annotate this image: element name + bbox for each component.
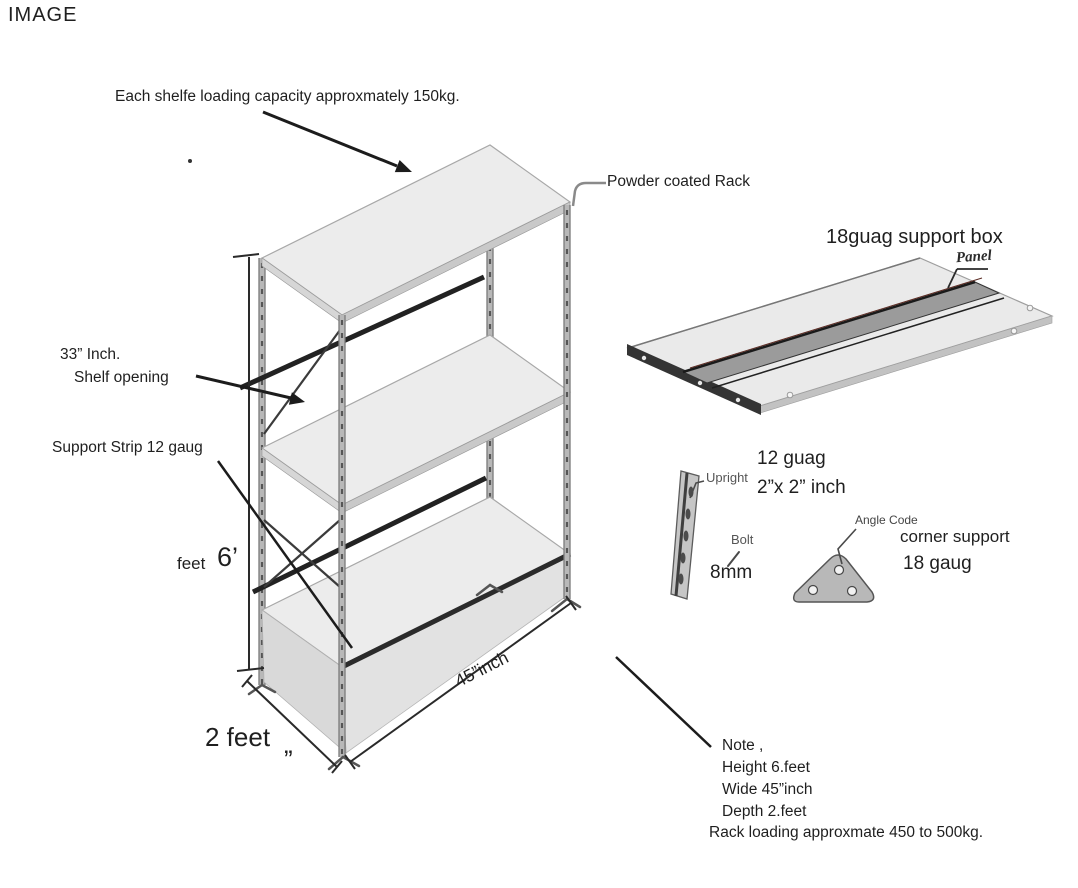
- upright-front-left: [338, 315, 346, 757]
- height-dimension: [232, 253, 265, 672]
- shelf-opening-label: Shelf opening: [74, 369, 169, 386]
- note-line-depth: Depth 2.feet: [722, 803, 807, 820]
- upright-gauge-label: 12 guag: [757, 448, 826, 469]
- note-line-height: Height 6.feet: [722, 759, 810, 776]
- height-value-label: 6’: [217, 542, 239, 572]
- angle-code-label: Angle Code: [855, 513, 918, 527]
- side-cross-braces: [263, 329, 341, 588]
- upright-front-right: [563, 205, 571, 599]
- depth-mark: „: [284, 729, 293, 759]
- shelf-opening-size-label: 33” Inch.: [60, 346, 121, 363]
- corner-support-label: corner support: [900, 527, 1010, 546]
- height-unit-label: feet: [177, 554, 206, 573]
- bolt-leader: [727, 551, 740, 567]
- powder-coated-leader: [571, 181, 606, 207]
- capacity-arrow: [262, 110, 412, 173]
- page-title: IMAGE: [8, 4, 78, 26]
- width-dimension: [344, 595, 577, 770]
- note-title: Note ,: [722, 737, 764, 754]
- capacity-note-label: Each shelfe loading capacity approxmatel…: [115, 88, 460, 105]
- panel-drawing: [626, 257, 1054, 415]
- bolt-size-label: 8mm: [710, 562, 753, 583]
- support-strip-label: Support Strip 12 gaug: [52, 439, 203, 456]
- stray-dot: [188, 159, 192, 163]
- powder-coated-label: Powder coated Rack: [607, 173, 751, 190]
- depth-value-label: 2 feet: [205, 722, 271, 752]
- upright-label: Upright: [706, 470, 748, 485]
- panel-label: Panel: [955, 247, 993, 267]
- note-leader: [615, 656, 712, 748]
- upright-size-label: 2”x 2” inch: [757, 477, 846, 498]
- middle-shelf: [260, 334, 572, 514]
- upright-label-leader: [689, 480, 705, 499]
- upright-feet: [247, 583, 582, 771]
- corner-support-gauge-label: 18 gaug: [903, 553, 972, 574]
- shelf-opening-arrow: [195, 374, 305, 405]
- support-box-title: 18guag support box: [826, 226, 1003, 248]
- angle-code-leader: [837, 528, 857, 565]
- support-strip-upper: [238, 274, 486, 391]
- bolt-label: Bolt: [731, 532, 754, 547]
- depth-dimension: [241, 674, 343, 774]
- note-line-width: Wide 45”inch: [722, 781, 813, 798]
- support-strip-lower: [251, 475, 488, 595]
- top-shelf: [260, 144, 572, 324]
- corner-plate-drawing: [792, 528, 875, 603]
- note-line-loading: Rack loading approxmate 450 to 500kg.: [709, 824, 984, 841]
- support-strip-leader: [216, 460, 354, 649]
- panel-label-leader: [947, 268, 988, 289]
- rack-drawing: [238, 144, 582, 771]
- upright-part-drawing: [670, 470, 705, 600]
